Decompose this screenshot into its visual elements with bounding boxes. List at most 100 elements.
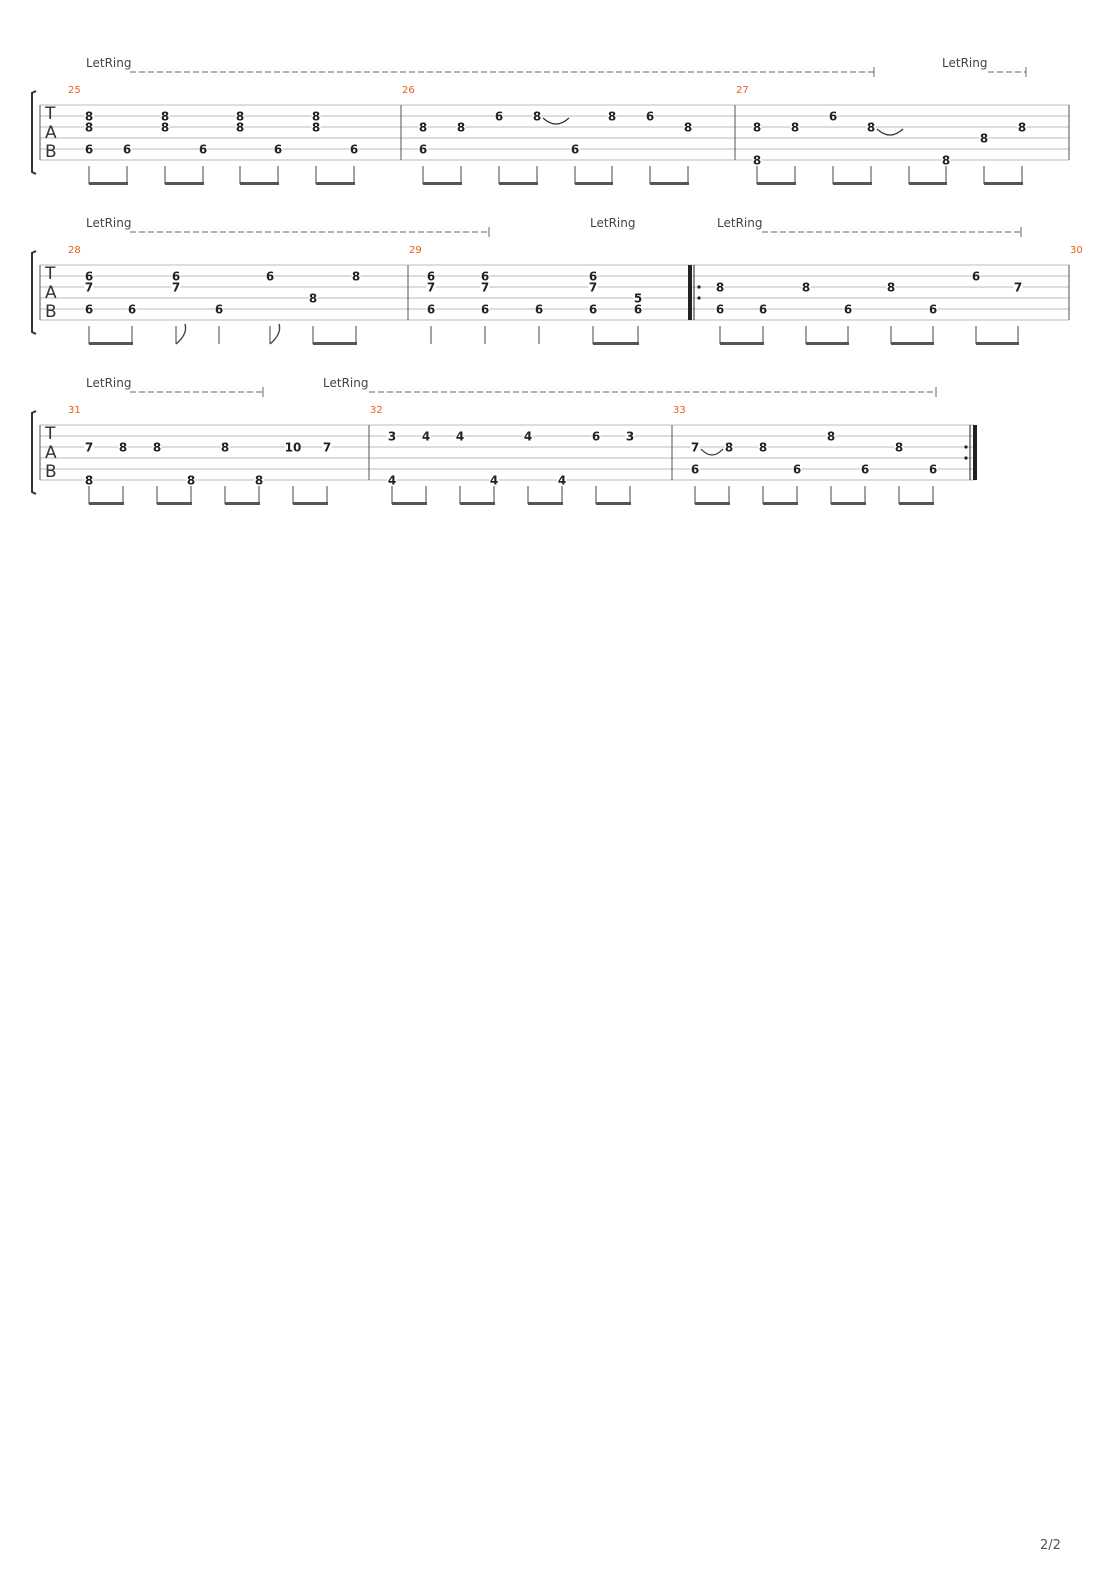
let-ring-label: LetRing <box>717 216 762 230</box>
fret-background <box>480 303 490 315</box>
fret-background <box>84 303 94 315</box>
fret-number: 8 <box>725 441 733 455</box>
fret-background <box>886 281 896 293</box>
fret-background <box>489 474 499 486</box>
fret-number: 6 <box>481 303 489 317</box>
fret-background <box>426 281 436 293</box>
fret-number: 6 <box>691 463 699 477</box>
fret-background <box>828 110 838 122</box>
fret-background <box>308 292 318 304</box>
fret-background <box>426 270 436 282</box>
note-beam <box>909 182 947 185</box>
fret-background <box>152 441 162 453</box>
fret-background <box>557 474 567 486</box>
note-beam <box>89 342 133 345</box>
fret-number: 8 <box>802 281 810 295</box>
fret-number: 6 <box>350 143 358 157</box>
fret-background <box>171 281 181 293</box>
fret-number: 6 <box>634 303 642 317</box>
fret-number: 4 <box>558 474 566 488</box>
note-beam <box>293 502 328 505</box>
fret-number: 6 <box>427 270 435 284</box>
fret-number: 8 <box>419 121 427 135</box>
fret-background <box>860 463 870 475</box>
note-beam <box>899 502 934 505</box>
fret-number: 6 <box>128 303 136 317</box>
fret-background <box>235 110 245 122</box>
fret-background <box>690 441 700 453</box>
note-beam <box>720 342 764 345</box>
fret-background <box>758 303 768 315</box>
fret-background <box>690 463 700 475</box>
fret-number: 7 <box>691 441 699 455</box>
fret-number: 6 <box>646 110 654 124</box>
fret-number: 4 <box>490 474 498 488</box>
repeat-start-thick-bar <box>688 265 692 320</box>
tab-clef-letter: A <box>45 283 57 303</box>
fret-number: 8 <box>533 110 541 124</box>
note-beam <box>976 342 1019 345</box>
measure-number: 33 <box>673 405 686 416</box>
fret-number: 8 <box>187 474 195 488</box>
fret-background <box>894 441 904 453</box>
note-flag <box>269 323 281 345</box>
note-beam <box>240 182 279 185</box>
fret-number: 6 <box>793 463 801 477</box>
fret-background <box>84 143 94 155</box>
fret-number: 8 <box>895 441 903 455</box>
fret-background <box>523 430 533 442</box>
repeat-dot <box>964 456 968 460</box>
fret-number: 6 <box>274 143 282 157</box>
fret-background <box>607 110 617 122</box>
fret-background <box>801 281 811 293</box>
fret-number: 4 <box>456 430 464 444</box>
note-beam <box>806 342 849 345</box>
tab-clef-letter: T <box>44 424 56 444</box>
fret-background <box>941 154 951 166</box>
let-ring-label: LetRing <box>942 56 987 70</box>
fret-background <box>792 463 802 475</box>
repeat-dot <box>697 285 701 289</box>
tab-clef-letter: T <box>44 104 56 124</box>
fret-background <box>418 143 428 155</box>
fret-background <box>715 281 725 293</box>
fret-number: 8 <box>236 121 244 135</box>
fret-number: 5 <box>634 292 642 306</box>
fret-background <box>186 474 196 486</box>
note-beam <box>460 502 495 505</box>
fret-background <box>633 303 643 315</box>
fret-number: 8 <box>312 121 320 135</box>
fret-background <box>724 441 734 453</box>
fret-background <box>570 143 580 155</box>
fret-number: 8 <box>608 110 616 124</box>
note-beam <box>89 182 128 185</box>
note-beam <box>499 182 538 185</box>
note-beam <box>392 502 427 505</box>
measure-number: 30 <box>1070 245 1083 256</box>
let-ring-label: LetRing <box>86 216 131 230</box>
note-beam <box>528 502 563 505</box>
fret-background <box>683 121 693 133</box>
tab-clef-letter: T <box>44 264 56 284</box>
fret-number: 6 <box>571 143 579 157</box>
fret-number: 8 <box>887 281 895 295</box>
fret-background <box>84 441 94 453</box>
fret-background <box>127 303 137 315</box>
note-beam <box>225 502 260 505</box>
note-beam <box>763 502 798 505</box>
fret-number: 8 <box>1018 121 1026 135</box>
fret-background <box>532 110 542 122</box>
let-ring-label: LetRing <box>323 376 368 390</box>
fret-background <box>758 441 768 453</box>
fret-background <box>387 474 397 486</box>
fret-background <box>456 121 466 133</box>
fret-number: 4 <box>422 430 430 444</box>
fret-number: 6 <box>199 143 207 157</box>
fret-number: 6 <box>172 270 180 284</box>
fret-number: 8 <box>85 474 93 488</box>
fret-background <box>480 270 490 282</box>
tab-clef-letter: B <box>45 302 57 322</box>
fret-background <box>265 270 275 282</box>
fret-number: 7 <box>481 281 489 295</box>
